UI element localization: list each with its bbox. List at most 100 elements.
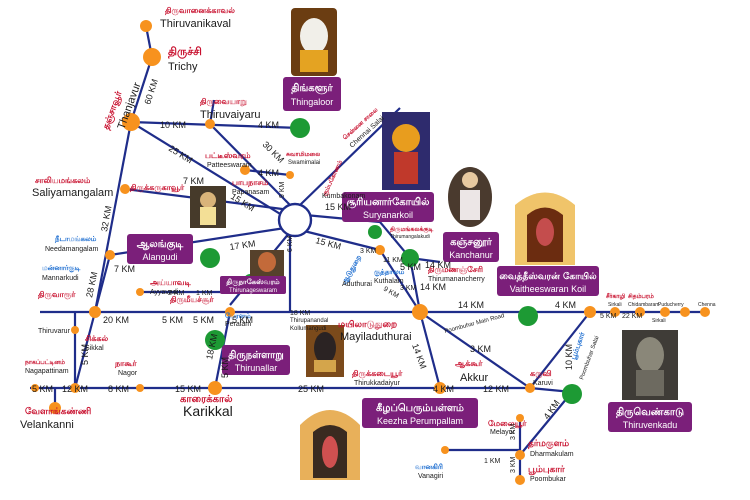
km-vaitheeswaran-east: 4 KM	[555, 300, 576, 310]
dot-thiruvarur[interactable]	[89, 306, 101, 318]
dot-trichy[interactable]	[143, 48, 161, 66]
dot-nagore[interactable]	[136, 384, 144, 392]
km-papanasam: 7 KM	[183, 176, 204, 186]
marker-suryanarkoil[interactable]	[368, 225, 382, 239]
label-thirunallar[interactable]: திருநள்ளாறு Thirunallar	[222, 345, 290, 375]
suryanarkoil-ta: சூரியனார்கோயில்	[347, 196, 430, 208]
dot-velankanni[interactable]	[49, 402, 61, 414]
dot-east-4[interactable]	[680, 307, 690, 317]
km-thanjavur-patteeswaram: 25 KM	[167, 143, 194, 165]
patteeswaram-ta: பட்டீஸ்வரம்	[205, 151, 251, 160]
saliyamangalam-ta: சாலியமங்கலம்	[35, 176, 91, 185]
km-mayil-thirumananchery: 14 KM	[420, 282, 446, 292]
aduthurai-en: Aduthurai	[342, 281, 372, 288]
km-peralam: 5 KM	[162, 315, 183, 325]
dot-karaikal[interactable]	[208, 381, 222, 395]
dot-karuvi[interactable]	[525, 383, 535, 393]
velankanni-en: Velankanni	[20, 419, 74, 431]
thirunageswaram-ta: திருநாகேஸ்வரம்	[226, 278, 280, 287]
chidambaram-en: Chidambaram	[628, 302, 659, 308]
dot-east-1[interactable]	[584, 306, 596, 318]
nagore-ta: நாகூர்	[114, 359, 137, 369]
km-nagore: 8 KM	[108, 384, 129, 394]
poombuhar-main-road-en: Poombuhar Main Road	[444, 313, 505, 335]
km-nagore-karaikal: 15 KM	[175, 384, 201, 394]
marker-vaitheeswaran[interactable]	[518, 306, 538, 326]
marker-thirunallar[interactable]	[205, 330, 225, 350]
saliyamangalam-en: Saliyamangalam	[32, 187, 113, 199]
label-kanchanur[interactable]: கஞ்சனூர் Kanchanur	[443, 232, 499, 262]
label-keezha-perumpallam[interactable]: கீழப்பெரும்பள்ளம் Keezha Perumpallam	[362, 398, 478, 428]
dot-nagapattinam[interactable]	[70, 383, 80, 393]
dot-thirukkadaiyur[interactable]	[434, 382, 446, 394]
km-kumbakonam-alangudi: 17 KM	[229, 238, 256, 252]
km-akkur-keezha: 3 KM	[470, 344, 491, 354]
road-kumbakonam-aduthurai	[299, 228, 381, 252]
kumbakonam-ring	[277, 202, 313, 238]
label-thirunageswaram[interactable]: திருநாகேஸ்வரம் Thirunageswaram	[220, 276, 286, 294]
thirumeeyachur-ta: திருமீயச்சூர்	[170, 295, 214, 305]
sirkazhi-ta: சீர்காழி	[606, 293, 625, 300]
poombukar-ta: பூம்புகார்	[528, 465, 565, 475]
alangudi-ta: ஆலங்குடி	[137, 239, 185, 251]
marker-kanchanur[interactable]	[401, 249, 419, 267]
marker-alangudi[interactable]	[200, 248, 220, 268]
deity-image-thingaloor	[291, 8, 337, 76]
mayiladuthurai-en: Mayiladuthurai	[340, 331, 412, 343]
thirumangalakudi-en: Thirumangalakudi	[390, 234, 430, 240]
karuvi-ta: கருவி	[530, 369, 552, 379]
kumbakonam-ta: கும்பகோணம்	[321, 159, 345, 197]
dot-melayur[interactable]	[516, 414, 524, 422]
dot-chennai[interactable]	[700, 307, 710, 317]
km-thirumananchery: 14 KM	[425, 260, 451, 270]
thirumananchery-en: Thirumanancherry	[428, 276, 485, 283]
dot-chidambaram[interactable]	[635, 307, 645, 317]
kuthalam-ta: குத்தாலம்	[374, 268, 405, 278]
dot-sirkazhi[interactable]	[610, 307, 620, 317]
label-thingaloor[interactable]: திங்களூர் Thingaloor	[283, 77, 341, 111]
km-kumbakonam-chennai: 9 KM	[279, 181, 286, 198]
road-thanjavur-kumbakonam	[130, 121, 291, 221]
label-vaitheeswaran[interactable]: வைத்தீஸ்வரன் கோயில் Vaitheeswaran Koil	[497, 266, 599, 296]
dot-mayiladuthurai[interactable]	[412, 304, 428, 320]
dot-saliyamangalam[interactable]	[120, 184, 130, 194]
dot-sikkal[interactable]	[71, 326, 79, 334]
label-alangudi[interactable]: ஆலங்குடி Alangudi	[127, 234, 193, 264]
dot-mannarkudi[interactable]	[105, 250, 115, 260]
thiruvarur-en: Thiruvarur	[38, 328, 71, 335]
town-markers	[31, 20, 710, 485]
dot-thiruvanikaval[interactable]	[140, 20, 152, 32]
dot-puducherry[interactable]	[660, 307, 670, 317]
thirumananchery-ta: திருமணஞ்சேரி	[428, 265, 483, 275]
dot-vanagiri[interactable]	[441, 446, 449, 454]
road-mayil-karuvi	[419, 311, 531, 389]
road-karuvi-north	[529, 311, 591, 389]
label-thiruvenkadu[interactable]: திருவெண்காடு Thiruvenkadu	[608, 402, 692, 432]
chennai-en: Chenna	[698, 302, 716, 308]
thingaloor-ta: திங்களூர்	[291, 82, 333, 95]
thiruvanikaval-ta: திருவானைக்காவல்	[165, 6, 235, 16]
dharmakulam-en: Dharmakulam	[530, 451, 574, 458]
dot-thiruvaiyaru[interactable]	[205, 119, 215, 129]
dot-peralam[interactable]	[225, 307, 235, 317]
dot-dharmakulam[interactable]	[515, 450, 525, 460]
marker-thingaloor[interactable]	[290, 118, 310, 138]
kanchanur-ta: கஞ்சனூர்	[450, 237, 492, 248]
label-suryanarkoil[interactable]: சூரியனார்கோயில் Suryanarkoil	[342, 192, 434, 222]
road-thiruvarur-mannarkudi	[93, 254, 112, 313]
km-velankanni-a: 5 KM	[32, 384, 53, 394]
dot-swamimalai[interactable]	[286, 171, 294, 179]
dot-ayyavadi[interactable]	[136, 288, 144, 296]
dot-thanjavur[interactable]	[122, 113, 140, 131]
km-mayil-akkur: 14 KM	[410, 342, 428, 370]
km-kanchanur-kuthalam: 5 KM	[400, 262, 421, 272]
road-thanjavur-thingaloor	[130, 120, 301, 130]
dot-aduthurai[interactable]	[375, 245, 385, 255]
dot-poombukar[interactable]	[515, 475, 525, 485]
marker-thiruvenkadu[interactable]	[562, 384, 582, 404]
nagore-en: Nagor	[118, 370, 138, 377]
swamimalai-ta: சுவாமிமலை	[286, 151, 320, 158]
dot-papanasam[interactable]	[240, 165, 250, 175]
dot-coast-west[interactable]	[31, 384, 39, 392]
